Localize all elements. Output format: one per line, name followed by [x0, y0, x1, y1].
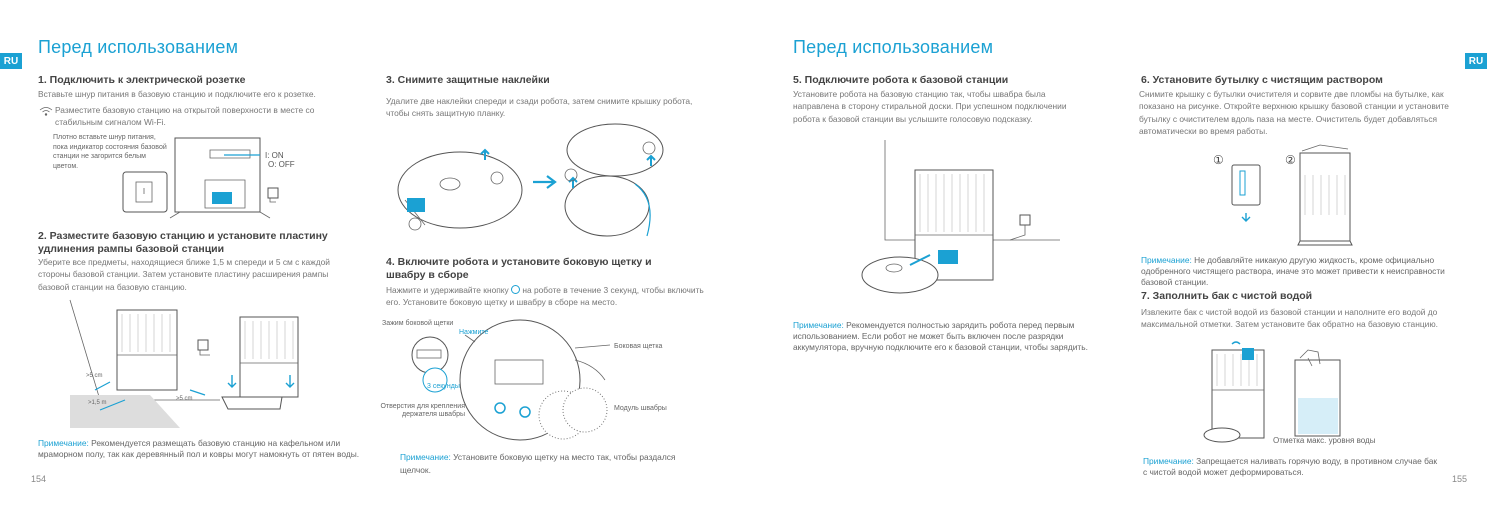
label-press: Нажмите — [459, 329, 489, 336]
language-tag-left: RU — [0, 53, 22, 69]
s2-note-label: Примечание: — [38, 438, 89, 448]
wifi-icon — [39, 107, 53, 116]
right-page-number: 155 — [1452, 474, 1468, 484]
s1-callout: Плотно вставьте шнур питания, пока индик… — [53, 134, 167, 170]
s7-illustration — [1203, 341, 1341, 443]
s4-text: Нажмите и удерживайте кнопку на роботе в… — [386, 284, 706, 309]
label-holes: Отверстия для крепления держателя швабры — [380, 403, 465, 418]
s6-step1: ① — [1213, 153, 1224, 167]
s2-note: Примечание: Рекомендуется размещать базо… — [38, 438, 368, 460]
s5-note: Примечание: Рекомендуется полностью заря… — [793, 320, 1093, 353]
s4-heading: 4. Включите робота и установите боковую … — [386, 256, 652, 281]
s7-note: Примечание: Запрещается наливать горячую… — [1143, 456, 1443, 478]
s4-note-text: Установите боковую щетку на место так, ч… — [400, 452, 676, 475]
label-clip: Зажим боковой щетки — [382, 320, 454, 327]
s5-text: Установите робота на базовую станцию так… — [793, 89, 1067, 124]
s7-note-label: Примечание: — [1143, 456, 1194, 466]
s2-illustration-right — [221, 316, 299, 410]
s5-note-text: Рекомендуется полностью зарядить робота … — [793, 320, 1088, 352]
s6-note-text: Не добавляйте никакую другую жидкость, к… — [1141, 255, 1445, 287]
s4-note-label: Примечание: — [400, 452, 451, 462]
s2-text: Уберите все предметы, находящиеся ближе … — [38, 257, 330, 292]
right-page-title: Перед использованием — [793, 37, 994, 57]
s7-heading: 7. Заполнить бак с чистой водой — [1141, 290, 1313, 302]
s3-text: Удалите две наклейки спереди и сзади роб… — [386, 96, 693, 119]
s1-illustration — [122, 137, 279, 219]
s1-heading: 1. Подключить к электрической розетке — [38, 74, 246, 86]
s3-illustration — [397, 123, 664, 237]
s6-heading: 6. Установите бутылку с чистящим раствор… — [1141, 74, 1383, 86]
s7-text: Извлеките бак с чистой водой из базовой … — [1141, 307, 1438, 330]
s4-text-after: на роботе в течение 3 секунд, чтобы вклю… — [386, 285, 704, 308]
s6-illustration — [1231, 144, 1353, 246]
dist-5cm-right: >5 cm — [176, 396, 193, 402]
label-brush: Боковая щетка — [614, 343, 663, 350]
s1-wifi-text: Разместите базовую станцию на открытой п… — [55, 105, 315, 128]
dist-5cm-left: >5 cm — [86, 373, 103, 379]
switch-off-label: O: OFF — [268, 160, 295, 169]
language-tag-right: RU — [1465, 53, 1487, 69]
switch-on-label: I: ON — [265, 151, 284, 160]
s6-note-label: Примечание: — [1141, 255, 1192, 265]
power-button-icon — [511, 285, 521, 294]
s1-text: Вставьте шнур питания в базовую станцию … — [38, 89, 316, 99]
s5-illustration — [861, 140, 1060, 294]
s3-heading: 3. Снимите защитные наклейки — [386, 74, 550, 86]
label-max-water: Отметка макс. уровня воды — [1273, 436, 1376, 445]
s2-heading: 2. Разместите базовую станцию и установи… — [38, 230, 328, 255]
dist-15m: >1,5 m — [88, 400, 107, 406]
s7-note-text: Запрещается наливать горячую воду, в про… — [1143, 456, 1438, 477]
s6-step2: ② — [1285, 153, 1296, 167]
s6-note: Примечание: Не добавляйте никакую другую… — [1141, 255, 1461, 288]
label-mop: Модуль швабры — [614, 405, 667, 412]
s4-text-before: Нажмите и удерживайте кнопку — [386, 285, 509, 295]
s6-text: Снимите крышку с бутылки очистителя и со… — [1139, 89, 1449, 137]
s4-illustration — [411, 319, 611, 441]
s5-note-label: Примечание: — [793, 320, 844, 330]
left-page-number: 154 — [31, 474, 47, 484]
label-3sec: 3 секунды — [427, 383, 460, 390]
left-page-title: Перед использованием — [38, 37, 239, 57]
s2-illustration-left — [69, 299, 220, 428]
s5-heading: 5. Подключите робота к базовой станции — [793, 74, 1009, 86]
s4-note: Примечание: Установите боковую щетку на … — [400, 451, 680, 477]
s2-note-text: Рекомендуется размещать базовую станцию … — [38, 438, 360, 459]
